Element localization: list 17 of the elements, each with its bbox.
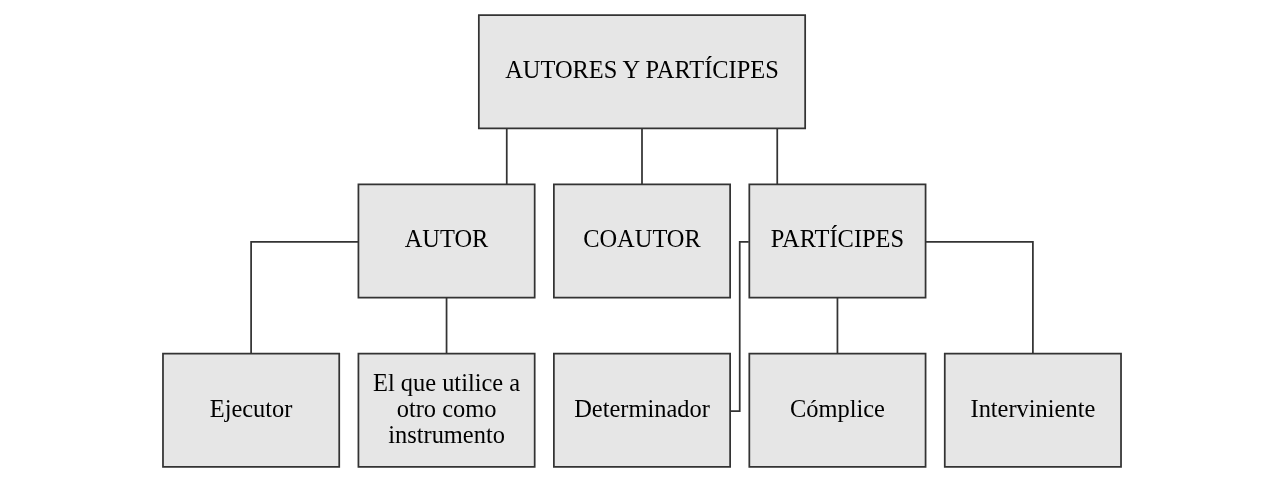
node-box: Interviniente bbox=[943, 352, 1122, 468]
node-box: AUTOR bbox=[357, 183, 536, 299]
connector bbox=[249, 241, 359, 355]
node-box: Ejecutor bbox=[161, 352, 340, 468]
node-box: Cómplice bbox=[747, 352, 926, 468]
connector bbox=[729, 241, 750, 412]
connector bbox=[836, 296, 838, 355]
connector bbox=[505, 127, 508, 185]
node-box: PARTÍCIPES bbox=[747, 183, 926, 299]
connector bbox=[640, 127, 643, 185]
connector bbox=[445, 296, 447, 355]
node-box: El que utilice a otro como instrumento bbox=[357, 352, 536, 468]
connector bbox=[924, 241, 1034, 355]
node-box: AUTORES Y PARTÍCIPES bbox=[477, 14, 806, 130]
node-box: Determinador bbox=[552, 352, 731, 468]
connector bbox=[775, 127, 778, 185]
node-box: COAUTOR bbox=[552, 183, 731, 299]
